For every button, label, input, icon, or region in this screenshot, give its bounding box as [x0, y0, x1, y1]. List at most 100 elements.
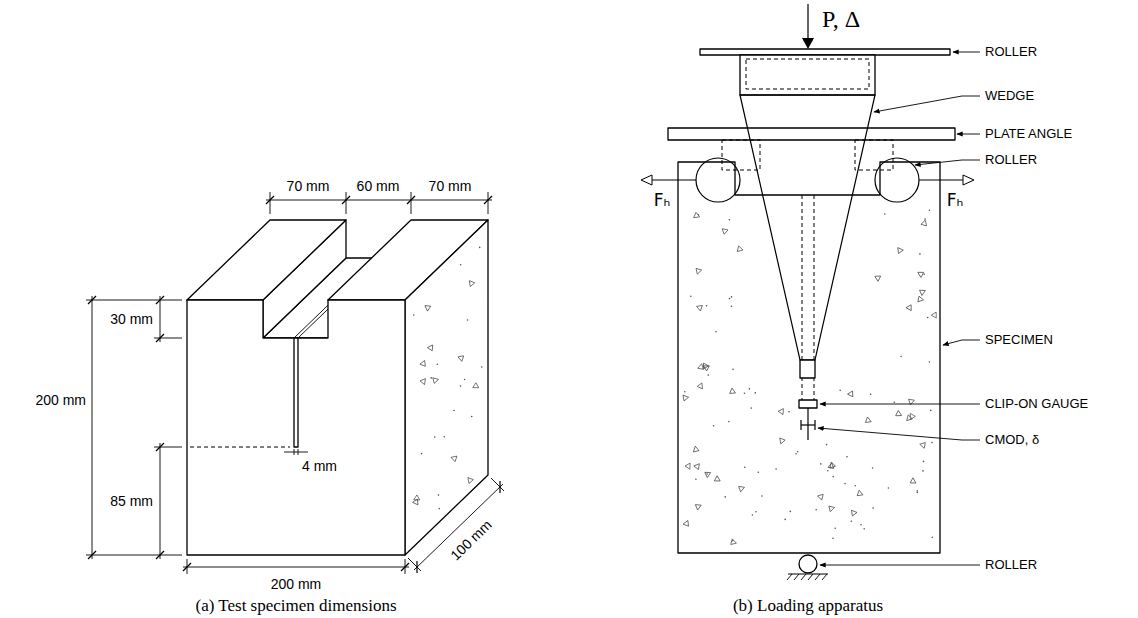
extension-line — [86, 555, 182, 556]
aggregate-dot — [900, 356, 902, 358]
dimension-tick — [156, 551, 164, 559]
aggregate-mark — [921, 220, 929, 228]
force-label: Fₕ — [947, 191, 964, 211]
aggregate-mark — [830, 462, 836, 469]
aggregate-dot — [744, 392, 746, 394]
roller-circle — [696, 158, 740, 202]
roller-circle — [875, 158, 919, 202]
aggregate-dot — [923, 461, 925, 463]
leader-line — [953, 52, 980, 53]
aggregate-mark — [694, 464, 701, 471]
leader-line — [915, 160, 980, 165]
dimension-label: 70 mm — [287, 178, 330, 194]
specimen-outline — [678, 162, 940, 553]
block-front-face — [187, 300, 405, 555]
aggregate-dot — [732, 540, 734, 542]
aggregate-dot — [731, 305, 733, 307]
aggregate-dot — [815, 509, 817, 511]
aggregate-mark — [451, 456, 458, 462]
dimension-label: 200 mm — [35, 392, 86, 408]
part-label: ROLLER — [985, 45, 1037, 60]
aggregate-mark — [848, 390, 856, 397]
ground-line — [788, 573, 828, 574]
aggregate-mark — [468, 477, 474, 484]
dimension-tick — [401, 563, 409, 571]
aggregate-mark — [425, 304, 432, 312]
aggregate-mark — [778, 408, 783, 414]
aggregate-dot — [820, 463, 822, 465]
aggregate-dot — [755, 392, 757, 394]
dimension-tick — [416, 561, 417, 573]
aggregate-mark — [875, 274, 882, 282]
wedge-head-hidden — [746, 59, 869, 89]
aggregate-dot — [761, 495, 763, 497]
aggregate-mark — [420, 378, 426, 385]
dimension-tick — [407, 196, 415, 204]
aggregate-dot — [784, 519, 786, 521]
ground-hatch — [787, 574, 827, 580]
aggregate-mark — [694, 266, 702, 274]
dimension-tick — [156, 296, 164, 304]
extension-line — [190, 447, 290, 448]
top-roller-plate — [700, 49, 950, 55]
dimension-line — [266, 200, 492, 201]
force-arrowhead — [963, 175, 974, 185]
leader-line — [818, 428, 980, 440]
aggregate-mark — [920, 441, 928, 449]
aggregate-dot — [715, 331, 717, 333]
extension-line — [346, 192, 347, 214]
aggregate-mark — [918, 270, 925, 278]
plate-angle-leg — [855, 140, 893, 170]
aggregate-mark — [864, 417, 872, 425]
dimension-label: 100 mm — [447, 517, 495, 564]
aggregate-dot — [437, 363, 439, 365]
figure-caption: (b) Loading apparatus — [733, 596, 883, 616]
aggregate-dot — [863, 528, 865, 530]
aggregate-dot — [752, 514, 754, 516]
aggregate-dot — [749, 388, 751, 390]
dimension-tick — [298, 449, 299, 455]
extension-line — [154, 447, 182, 448]
wedge-taper — [740, 95, 875, 360]
dimension-label: 200 mm — [271, 576, 322, 592]
concrete-texture — [413, 247, 483, 510]
aggregate-dot — [888, 487, 890, 489]
aggregate-mark — [906, 303, 914, 310]
aggregate-dot — [832, 476, 834, 478]
part-label: ROLLER — [985, 558, 1037, 573]
concrete-texture — [681, 210, 936, 547]
notch — [294, 338, 298, 447]
aggregate-dot — [464, 379, 466, 381]
dimension-tick — [484, 196, 492, 204]
aggregate-dot — [844, 483, 846, 485]
aggregate-dot — [707, 374, 709, 376]
extension-line — [86, 300, 182, 301]
aggregate-dot — [788, 411, 790, 413]
force-label: Fₕ — [654, 191, 671, 211]
aggregate-dot — [430, 377, 432, 379]
aggregate-mark — [721, 229, 728, 235]
aggregate-dot — [460, 264, 462, 266]
aggregate-dot — [421, 453, 423, 455]
aggregate-mark — [737, 484, 745, 492]
aggregate-dot — [413, 314, 415, 316]
aggregate-dot — [832, 538, 834, 540]
aggregate-mark — [729, 539, 737, 547]
aggregate-mark — [693, 212, 700, 218]
aggregate-dot — [855, 485, 857, 487]
aggregate-dot — [872, 467, 874, 469]
aggregate-mark — [458, 354, 466, 362]
aggregate-dot — [479, 247, 481, 249]
dimension-tick — [294, 449, 295, 455]
aggregate-dot — [919, 253, 921, 255]
aggregate-dot — [851, 521, 853, 523]
aggregate-dot — [930, 410, 932, 412]
aggregate-mark — [713, 476, 720, 484]
aggregate-dot — [729, 219, 731, 221]
figure-caption: (a) Test specimen dimensions — [195, 596, 396, 616]
aggregate-dot — [931, 442, 933, 444]
aggregate-dot — [927, 317, 929, 319]
aggregate-dot — [827, 470, 829, 472]
extension-line — [154, 338, 182, 339]
